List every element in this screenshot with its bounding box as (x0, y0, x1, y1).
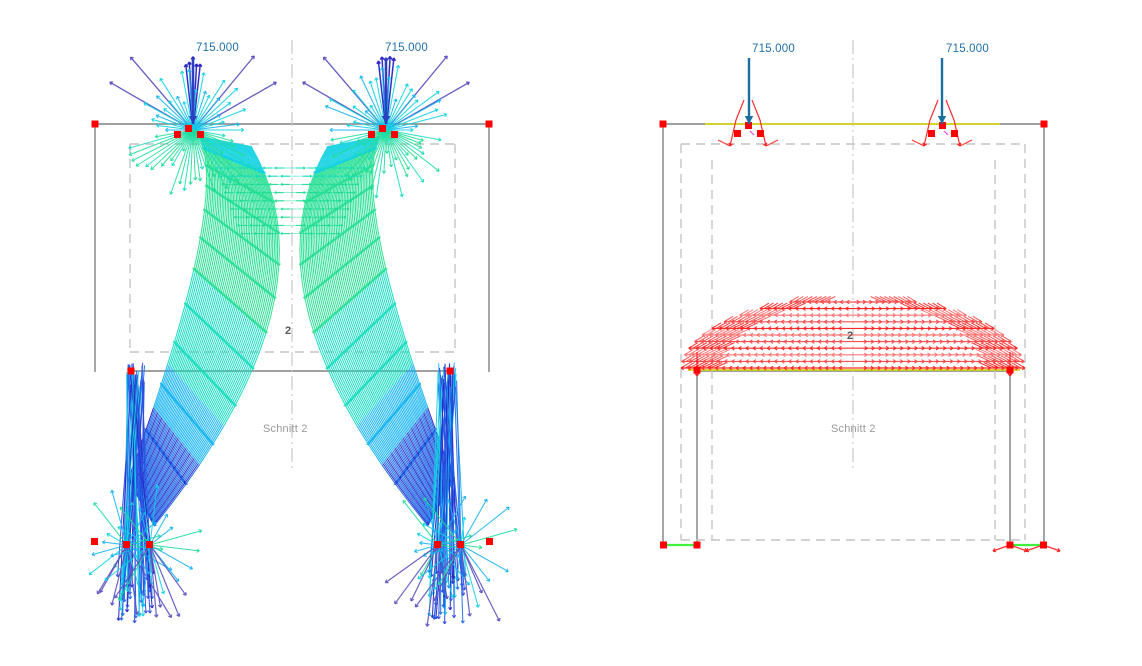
right-vector-field (680, 99, 1061, 553)
node-markers-left (91, 120, 493, 548)
right-load-arrows (744, 58, 947, 124)
left-vector-field (88, 55, 518, 627)
left-load-arrows (188, 58, 391, 124)
right-panel-geometry (662, 40, 1045, 547)
node-markers-right (659, 120, 1048, 549)
frame-dashed-left (129, 143, 456, 353)
